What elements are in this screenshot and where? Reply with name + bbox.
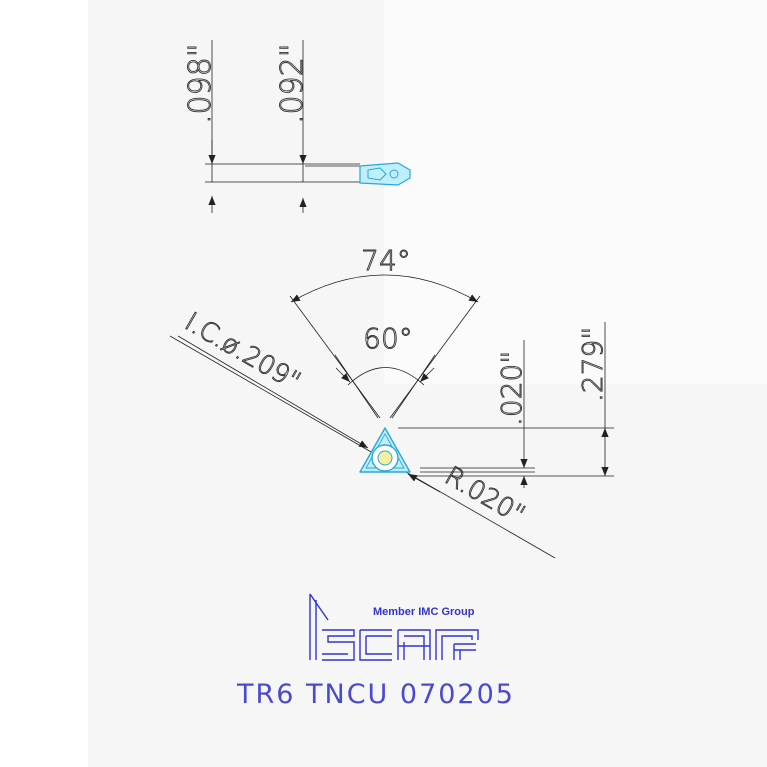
logo-letter-s bbox=[322, 629, 355, 661]
angle-60-label: 60° bbox=[363, 322, 413, 355]
angle-60-arc bbox=[347, 367, 425, 386]
logo-letter-r bbox=[435, 629, 479, 660]
height-dimensions bbox=[398, 322, 614, 488]
angle-74-arc bbox=[290, 274, 479, 303]
insert-top-view bbox=[359, 427, 411, 473]
angle-60-left-leg bbox=[334, 354, 379, 419]
angle-74-dimension bbox=[289, 274, 481, 419]
dim-label-020: .020" bbox=[495, 351, 528, 426]
angle-74-right-leg bbox=[389, 295, 481, 419]
logo-letter-a bbox=[397, 629, 431, 660]
part-number: TR6 TNCU 070205 bbox=[236, 679, 515, 710]
angle-74-left-leg bbox=[289, 295, 381, 419]
angle-60-right-leg bbox=[391, 354, 436, 419]
ic-diameter-leader bbox=[169, 335, 556, 559]
dim-label-092: .092" bbox=[275, 43, 310, 124]
side-insert-profile bbox=[359, 162, 411, 186]
dim-label-098: .098" bbox=[183, 43, 218, 124]
angle-60-dimension bbox=[334, 354, 436, 419]
dim-label-279: .279" bbox=[576, 327, 609, 402]
iscar-logo bbox=[309, 593, 479, 661]
logo-letter-i bbox=[309, 593, 329, 660]
logo-letter-c bbox=[359, 629, 392, 661]
background-panels bbox=[88, 0, 767, 767]
angle-74-label: 74° bbox=[361, 244, 411, 277]
side-view bbox=[205, 40, 360, 213]
brand-tagline: Member IMC Group bbox=[373, 606, 475, 618]
